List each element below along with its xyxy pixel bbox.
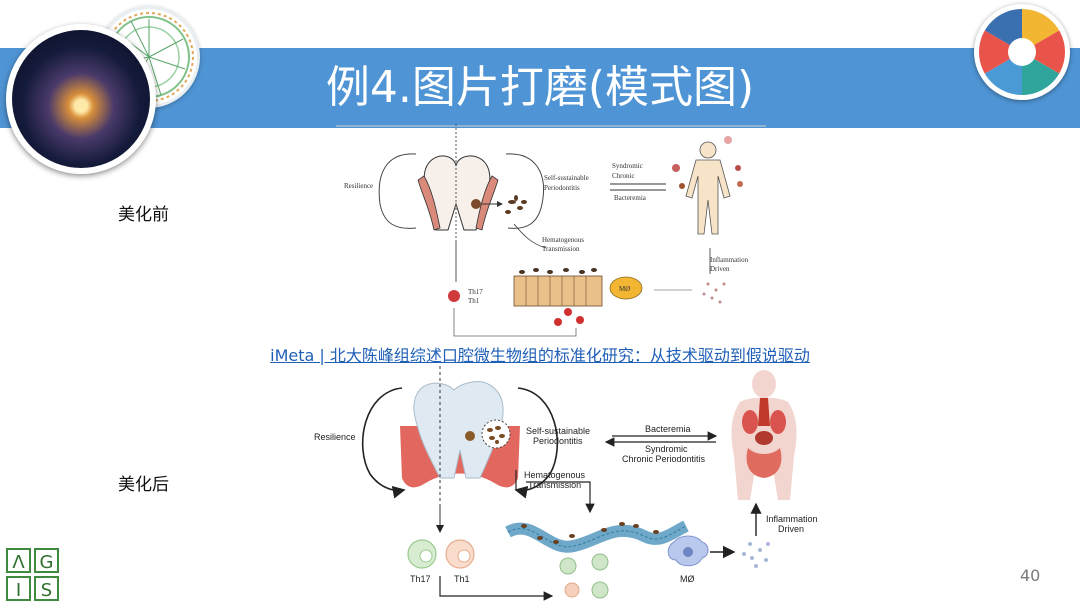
brain-icon xyxy=(724,136,732,144)
before-resilience-label: Resilience xyxy=(344,182,373,190)
bacteria-cluster-icon xyxy=(487,426,505,444)
heart-icon xyxy=(735,165,741,171)
liver-icon xyxy=(679,183,685,189)
plaque-icon xyxy=(471,199,481,209)
before-periodontitis: Periodontitis xyxy=(544,184,580,192)
esophagus-icon xyxy=(758,398,770,426)
after-transmission: Transmission xyxy=(528,480,581,490)
before-driven: Driven xyxy=(710,265,730,273)
lung-icon xyxy=(770,410,786,434)
before-hematogenous: Hematogenous xyxy=(542,236,584,244)
immune-cell-icon xyxy=(591,553,609,571)
after-resilience-label: Resilience xyxy=(314,432,356,442)
before-macrophage: MØ xyxy=(619,285,630,293)
bacteria-cluster-icon xyxy=(505,195,527,214)
after-syndromic: Syndromic xyxy=(645,444,688,454)
after-th17: Th17 xyxy=(410,574,431,584)
before-label: 美化前 xyxy=(118,205,169,225)
rbc-icon xyxy=(554,318,562,326)
liver-icon xyxy=(755,431,773,445)
after-label: 美化后 xyxy=(118,475,169,495)
before-syndromic: Syndromic xyxy=(612,162,643,170)
cytokines-icon xyxy=(702,282,726,304)
logo-letter: S xyxy=(34,576,59,601)
immune-cell-icon xyxy=(591,581,609,599)
slide-title: 例4.图片打磨(模式图) xyxy=(325,62,755,113)
rbc-icon xyxy=(576,316,584,324)
human-body-icon xyxy=(731,370,797,500)
immune-cell-icon xyxy=(564,582,580,598)
after-self-sustainable: Self-sustainable xyxy=(526,426,590,436)
logo-letter: G xyxy=(34,548,59,573)
human-body-icon xyxy=(685,141,731,235)
macrophage-icon xyxy=(609,276,643,300)
cytokines-icon xyxy=(742,542,770,568)
microbiome-wheel-image xyxy=(974,4,1070,100)
resilience-arc-left xyxy=(361,387,406,499)
gum-left-icon xyxy=(417,175,441,231)
immune-cell-icon xyxy=(559,557,577,575)
intestine-icon xyxy=(737,181,743,187)
after-periodontitis: Periodontitis xyxy=(533,436,583,446)
lung-icon xyxy=(672,164,680,172)
rbc-icon xyxy=(564,308,572,316)
lung-icon xyxy=(742,410,758,434)
bacteria-zoom-circle xyxy=(481,419,511,449)
plaque-icon xyxy=(465,431,475,441)
t-cell-icon xyxy=(448,290,460,302)
resilience-arc-left xyxy=(378,153,417,229)
after-bacteremia: Bacteremia xyxy=(645,424,691,434)
resilience-arc-right xyxy=(505,153,544,229)
logo-letter: Λ xyxy=(6,548,31,573)
before-inflammation: Inflammation xyxy=(710,256,749,264)
after-inflammation: Inflammation xyxy=(766,514,818,524)
resilience-arc-right xyxy=(514,387,559,499)
before-self-sustainable: Self-sustainable xyxy=(544,174,589,182)
before-th1: Th1 xyxy=(468,297,480,305)
agis-logo: Λ G I S xyxy=(6,548,60,604)
before-chronic: Chronic xyxy=(612,172,635,180)
epithelium-icon xyxy=(505,520,689,553)
intestine-icon xyxy=(746,448,782,478)
after-chronic-periodontitis: Chronic Periodontitis xyxy=(622,454,706,464)
gum-right-icon xyxy=(475,175,499,231)
logo-letter: I xyxy=(6,576,31,601)
galaxy-image xyxy=(6,24,156,174)
figure-after: Resilience Self-sustainable Periodontiti… xyxy=(314,366,818,601)
after-hematogenous: Hematogenous xyxy=(524,470,586,480)
after-th1: Th1 xyxy=(454,574,470,584)
before-th17: Th17 xyxy=(468,288,483,296)
page-number: 40 xyxy=(1020,566,1041,585)
after-macrophage: MØ xyxy=(680,574,695,584)
article-link[interactable]: iMeta | 北大陈峰组综述口腔微生物组的标准化研究：从技术驱动到假说驱动 xyxy=(270,346,810,365)
before-transmission: Transmission xyxy=(542,245,580,253)
before-bacteremia: Bacteremia xyxy=(614,194,647,202)
figure-before: Resilience Self-sustainable Periodontiti… xyxy=(336,124,766,337)
after-driven: Driven xyxy=(778,524,804,534)
epithelium-icon xyxy=(513,268,603,307)
